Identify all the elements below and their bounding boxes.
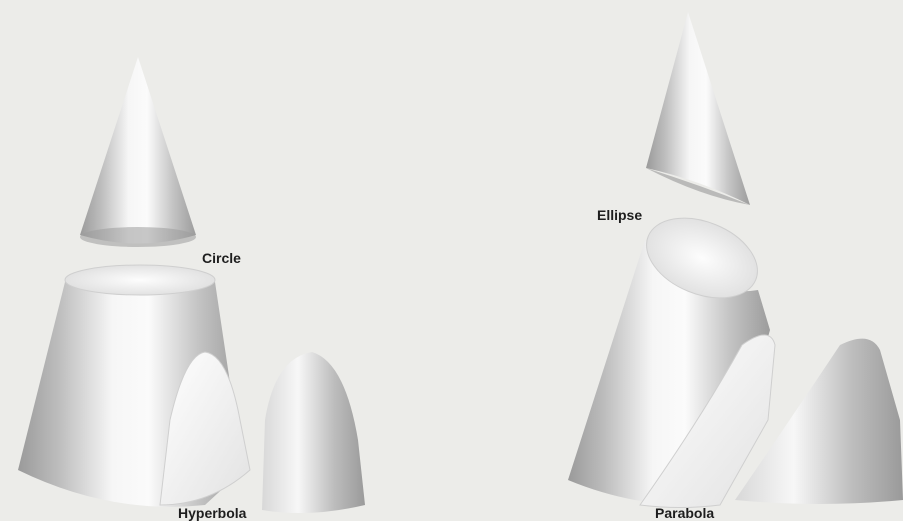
circle-hyperbola-cone-group <box>18 57 365 513</box>
circle-label: Circle <box>202 251 241 265</box>
parabola-label: Parabola <box>655 506 714 520</box>
hyperbola-label: Hyperbola <box>178 506 246 520</box>
upper-cone-base <box>80 227 196 247</box>
ellipse-parabola-cone-group <box>568 12 903 508</box>
upper-cone-tip <box>80 57 196 244</box>
hyperbola-piece <box>262 352 365 513</box>
ellipse-label: Ellipse <box>597 208 642 222</box>
ellipse-cone-tip <box>646 12 750 205</box>
circle-section-face <box>65 265 215 295</box>
